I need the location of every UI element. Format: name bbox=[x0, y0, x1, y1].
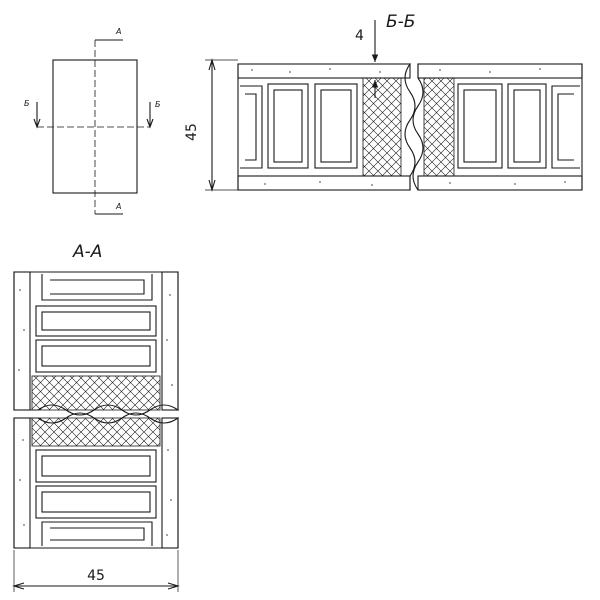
cut-aa-label-bottom: А bbox=[115, 202, 121, 211]
cut-bb-label-left: Б bbox=[24, 99, 30, 108]
cut-bb-label-right: Б bbox=[155, 100, 161, 109]
section-aa-title: А-А bbox=[72, 242, 102, 262]
section-bb: Б-Б 4 45 bbox=[184, 12, 583, 192]
section-bb-title: Б-Б bbox=[386, 12, 415, 32]
insulation-right bbox=[423, 77, 455, 177]
skin-texture-bb bbox=[251, 68, 566, 186]
dim-width: 45 bbox=[87, 568, 105, 584]
cut-aa-label-top: А bbox=[115, 27, 121, 36]
section-aa: А-А 4 bbox=[12, 242, 180, 592]
insulation-aa-upper bbox=[31, 375, 161, 411]
dim-height: 45 bbox=[184, 123, 200, 141]
dim-face-thickness: 4 bbox=[355, 28, 364, 44]
section-bb-left-body bbox=[237, 63, 416, 191]
insulation-aa-lower bbox=[31, 417, 161, 447]
plan-view: А А Б Б bbox=[24, 27, 161, 215]
section-bb-right-body bbox=[412, 63, 583, 191]
skin-texture-aa bbox=[18, 289, 173, 536]
insulation-left bbox=[362, 77, 402, 177]
